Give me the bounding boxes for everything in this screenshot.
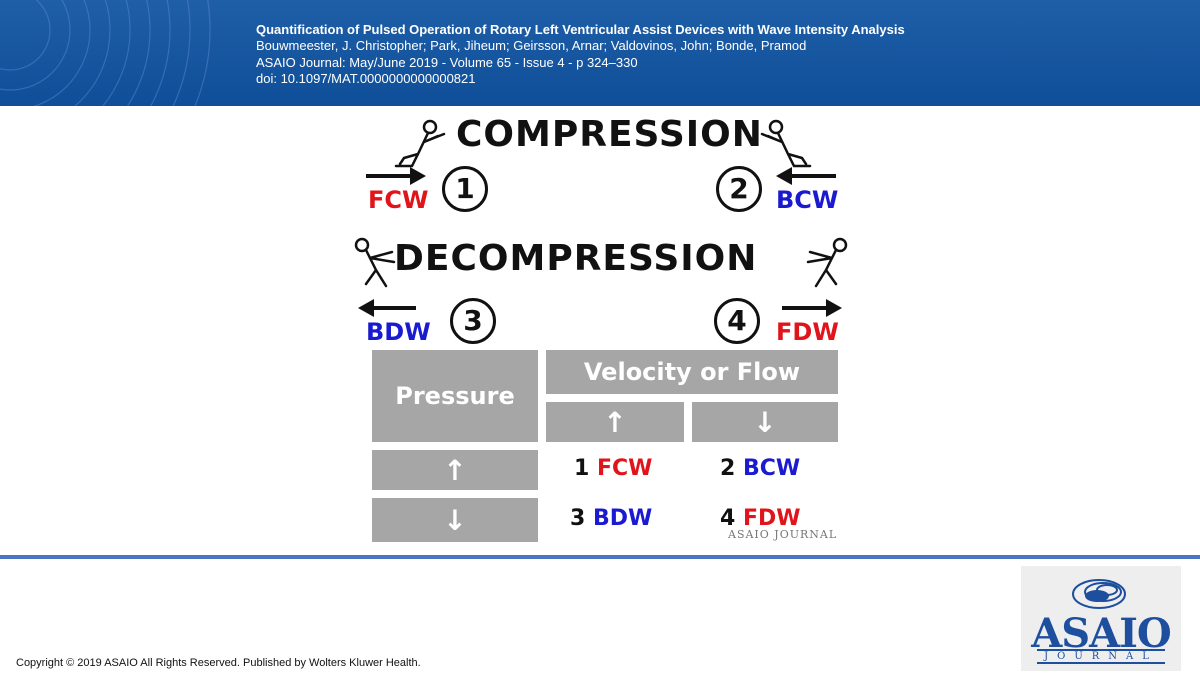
footer-divider (0, 555, 1200, 559)
article-doi: doi: 10.1097/MAT.0000000000000821 (256, 71, 476, 87)
compression-heading: COMPRESSION (456, 114, 763, 155)
cell-number: 3 (570, 506, 586, 531)
bcw-label: BCW (776, 186, 839, 214)
article-citation: Quantification of Pulsed Operation of Ro… (256, 22, 905, 88)
header-banner: Quantification of Pulsed Operation of Ro… (0, 0, 1200, 106)
fdw-label: FDW (776, 318, 839, 346)
cell-label: BDW (592, 506, 653, 531)
wave-number-2: 2 (716, 166, 762, 212)
logo-subtitle: JOURNAL (1037, 649, 1165, 664)
table-cell-fdw: 4 FDW (720, 506, 801, 531)
pressure-down-arrow: ↓ (372, 498, 538, 542)
copyright-notice: Copyright © 2019 ASAIO All Rights Reserv… (16, 657, 421, 669)
pressure-up-arrow: ↑ (372, 450, 538, 490)
article-title: Quantification of Pulsed Operation of Ro… (256, 22, 905, 37)
cell-number: 4 (720, 506, 736, 531)
cell-label: FCW (596, 456, 653, 481)
wave-number-3: 3 (450, 298, 496, 344)
article-authors: Bouwmeester, J. Christopher; Park, Jiheu… (256, 38, 807, 54)
table-cell-bcw: 2 BCW (720, 456, 800, 481)
logo-swirl-icon (1072, 579, 1126, 609)
decompression-heading: DECOMPRESSION (394, 238, 758, 279)
velocity-down-arrow: ↓ (692, 402, 838, 442)
wave-intensity-figure: COMPRESSION DECOMPRESSION 1 2 3 4 FCW BC… (352, 112, 848, 548)
figure-watermark: ASAIO JOURNAL (728, 528, 838, 541)
table-cell-fcw: 1 FCW (574, 456, 652, 481)
table-cell-bdw: 3 BDW (570, 506, 652, 531)
cell-number: 2 (720, 456, 736, 481)
bdw-label: BDW (366, 318, 431, 346)
cell-label: FDW (742, 506, 801, 531)
cell-number: 1 (574, 456, 590, 481)
velocity-flow-header: Velocity or Flow (546, 350, 838, 394)
cell-label: BCW (742, 456, 801, 481)
asaio-journal-logo: ASAIO JOURNAL (1021, 566, 1181, 671)
pressure-header: Pressure (372, 350, 538, 442)
velocity-up-arrow: ↑ (546, 402, 684, 442)
wave-number-4: 4 (714, 298, 760, 344)
decorative-circles-graphic (0, 0, 211, 106)
wave-number-1: 1 (442, 166, 488, 212)
fcw-label: FCW (368, 186, 429, 214)
figure-illustration (354, 119, 848, 317)
journal-issue: ASAIO Journal: May/June 2019 - Volume 65… (256, 54, 638, 70)
